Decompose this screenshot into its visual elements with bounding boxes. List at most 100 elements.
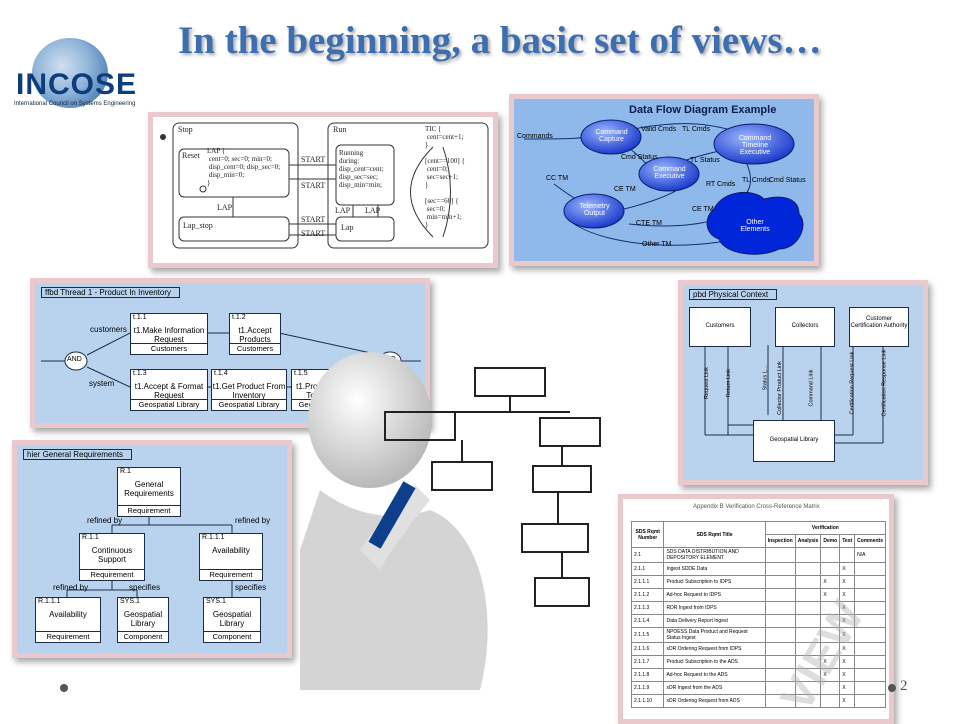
ffbd-function-t-1-3[interactable]: t.1.3 t1.Accept & Format Request Geospat… xyxy=(130,369,208,411)
ffbd-box-owner: Geospatial Library xyxy=(131,399,207,410)
row-number: 2.1.1.4 xyxy=(630,614,665,628)
ibd-link-collector-product: Collector Product Link xyxy=(776,361,783,415)
row-title: Product Subscription to IDPS xyxy=(663,575,766,589)
req-id: SYS.1 xyxy=(120,598,140,605)
dfd-flow-ce-tm: CE TM xyxy=(614,186,636,193)
req-refined-by-left: refined by xyxy=(87,516,123,525)
req-id: R.1.1 xyxy=(82,534,99,541)
dfd-node-command-capture: Command Capture xyxy=(595,129,628,143)
dfd-flow-tl-cmds-2: TL Cmds xyxy=(742,177,771,184)
row-title: RDR Ingest from IDPS xyxy=(663,601,766,615)
dfd-flow-cmd-status-2: Cmd Status xyxy=(769,177,806,184)
ibd-link-return: Return Link xyxy=(726,368,733,398)
matrix-col-test: Test xyxy=(839,534,856,548)
dfd-flow-tl-status: TL Status xyxy=(690,157,720,164)
figure-drawing-illustration xyxy=(300,352,601,690)
req-id: SYS.1 xyxy=(206,598,226,605)
row-title: Product Subscription to the ADS xyxy=(663,655,766,669)
req-box-sys-1-left[interactable]: SYS.1 Geospatial Library Component xyxy=(117,597,169,643)
row-mark: X xyxy=(839,681,856,695)
ffbd-function-t-1-2[interactable]: t.1.2 t1.Accept Products Customers xyxy=(229,313,281,355)
page-number: 2 xyxy=(900,678,908,694)
ffbd-function-t-1-4[interactable]: t.1.4 t1.Get Product From Inventory Geos… xyxy=(211,369,287,411)
ffbd-header: ffbd Thread 1 - Product In Inventory xyxy=(41,287,180,298)
footer-dot-right xyxy=(888,684,896,692)
row-mark: X xyxy=(839,694,856,708)
ibd-block-customers[interactable]: Customers xyxy=(689,307,751,347)
row-title: Ad-hoc Request to IDPS xyxy=(663,588,766,602)
row-number: 2.1.1.2 xyxy=(630,588,665,602)
verification-matrix-panel: Appendix B Verification Cross-Reference … xyxy=(618,494,894,724)
ibd-link-command: Command Link xyxy=(808,369,815,407)
state-running: Running during: disp_cent=cent; disp_sec… xyxy=(339,149,384,189)
ffbd-box-text: t1.Accept Products xyxy=(238,326,272,344)
req-box-r-1-1[interactable]: R.1.1 Continuous Support Requirement xyxy=(79,533,145,581)
dfd-flow-cc-tm: CC TM xyxy=(546,175,569,182)
row-number: 2.1.1.7 xyxy=(630,655,665,669)
req-text: General Requirements xyxy=(124,480,174,498)
dfd-flow-cmd-status: Cmd Status xyxy=(621,154,658,161)
ffbd-box-id: t.1.3 xyxy=(133,370,147,377)
req-id: R.1.1.1 xyxy=(202,534,225,541)
row-mark: X xyxy=(820,575,841,589)
ffbd-customers-label: customers xyxy=(90,325,127,334)
ibd-link-cert-response: Certification Response Link xyxy=(881,349,888,417)
dfd-node-other-elements: Other Elements xyxy=(740,219,770,233)
ibd-link-request: Request Link xyxy=(704,366,711,400)
row-number: 2.1.1.9 xyxy=(630,681,665,695)
row-title: Ingest SDDE Data xyxy=(663,562,766,576)
ffbd-box-id: t.1.4 xyxy=(214,370,228,377)
row-number: 2.1.1.10 xyxy=(630,694,665,708)
transition-start-4: START xyxy=(301,229,326,238)
row-number: 2.1.1.1 xyxy=(630,575,665,589)
dfd-flow-other-tm: Other TM xyxy=(642,241,672,248)
row-title: xDR Ingest from the ADS xyxy=(663,681,766,695)
req-box-sys-1-right[interactable]: SYS.1 Geospatial Library Component xyxy=(203,597,261,643)
row-mark: X xyxy=(820,588,841,602)
req-box-r-1-1-1-left[interactable]: R.1.1.1 Availability Requirement xyxy=(35,597,101,643)
ffbd-function-t-1-1[interactable]: t.1.1 t1.Make Information Request Custom… xyxy=(130,313,208,355)
req-type: Requirement xyxy=(200,569,262,580)
req-text: Geospatial Library xyxy=(123,610,163,628)
incose-logo: INCOSE International Council on Systems … xyxy=(12,38,136,116)
dfd-flow-rt-cmds: RT Cmds xyxy=(706,181,736,188)
row-title: xDR Ordering Request from ADS xyxy=(663,694,766,708)
requirements-panel: hier General Requirements R.1 General Re… xyxy=(12,440,292,658)
req-id: R.1.1.1 xyxy=(38,598,61,605)
row-number: 2.1.1.8 xyxy=(630,668,665,682)
ibd-block-geospatial-library[interactable]: Geospatial Library xyxy=(753,420,835,462)
ffbd-box-owner: Customers xyxy=(131,343,207,354)
dfd-node-command-executive: Command Executive xyxy=(653,166,686,180)
ibd-header: pbd Physical Context xyxy=(689,289,778,300)
state-lap-entry: LAP { cent=0; sec=0; min=0; disp_cent=0;… xyxy=(207,147,281,187)
req-id: R.1 xyxy=(120,468,131,475)
ibd-block-collectors[interactable]: Collectors xyxy=(775,307,835,347)
ibd-block-label: Geospatial Library xyxy=(769,437,819,443)
transition-lap-2: LAP xyxy=(335,206,351,215)
state-lap-stop: Lap_stop xyxy=(183,221,213,230)
matrix-col-title: SDS Rqmt Title xyxy=(663,521,766,548)
ffbd-and-left: AND xyxy=(67,356,82,363)
globe-icon xyxy=(32,38,108,108)
req-type: Component xyxy=(118,631,168,642)
logo-subtitle: International Council on Systems Enginee… xyxy=(14,101,136,107)
ffbd-box-text: t1.Accept & Format Request xyxy=(134,382,204,400)
row-number: 2.1.1 xyxy=(630,562,665,576)
ffbd-box-id: t.1.5 xyxy=(294,370,308,377)
ibd-block-label: Customers xyxy=(705,323,735,329)
req-box-r-1[interactable]: R.1 General Requirements Requirement xyxy=(117,467,181,517)
row-title: NPOESS Data Product and Request Status I… xyxy=(663,627,766,643)
ffbd-box-id: t.1.2 xyxy=(232,314,246,321)
row-title: SDS DATA DISTRIBUTION AND DEPOSITORY ELE… xyxy=(663,547,766,563)
matrix-col-comments: Comments xyxy=(854,534,886,548)
ffbd-system-label: system xyxy=(89,379,115,388)
matrix-col-analysis: Analysis xyxy=(794,534,822,548)
req-box-r-1-1-1-right[interactable]: R.1.1.1 Availability Requirement xyxy=(199,533,263,581)
req-specifies-left: specifies xyxy=(129,583,161,592)
ibd-block-certification-authority[interactable]: Customer Certification Authority xyxy=(849,307,909,347)
dfd-flow-tl-cmds: TL Cmds xyxy=(682,126,711,133)
dfd-panel: Data Flow Diagram Example Command Captur… xyxy=(509,94,819,266)
